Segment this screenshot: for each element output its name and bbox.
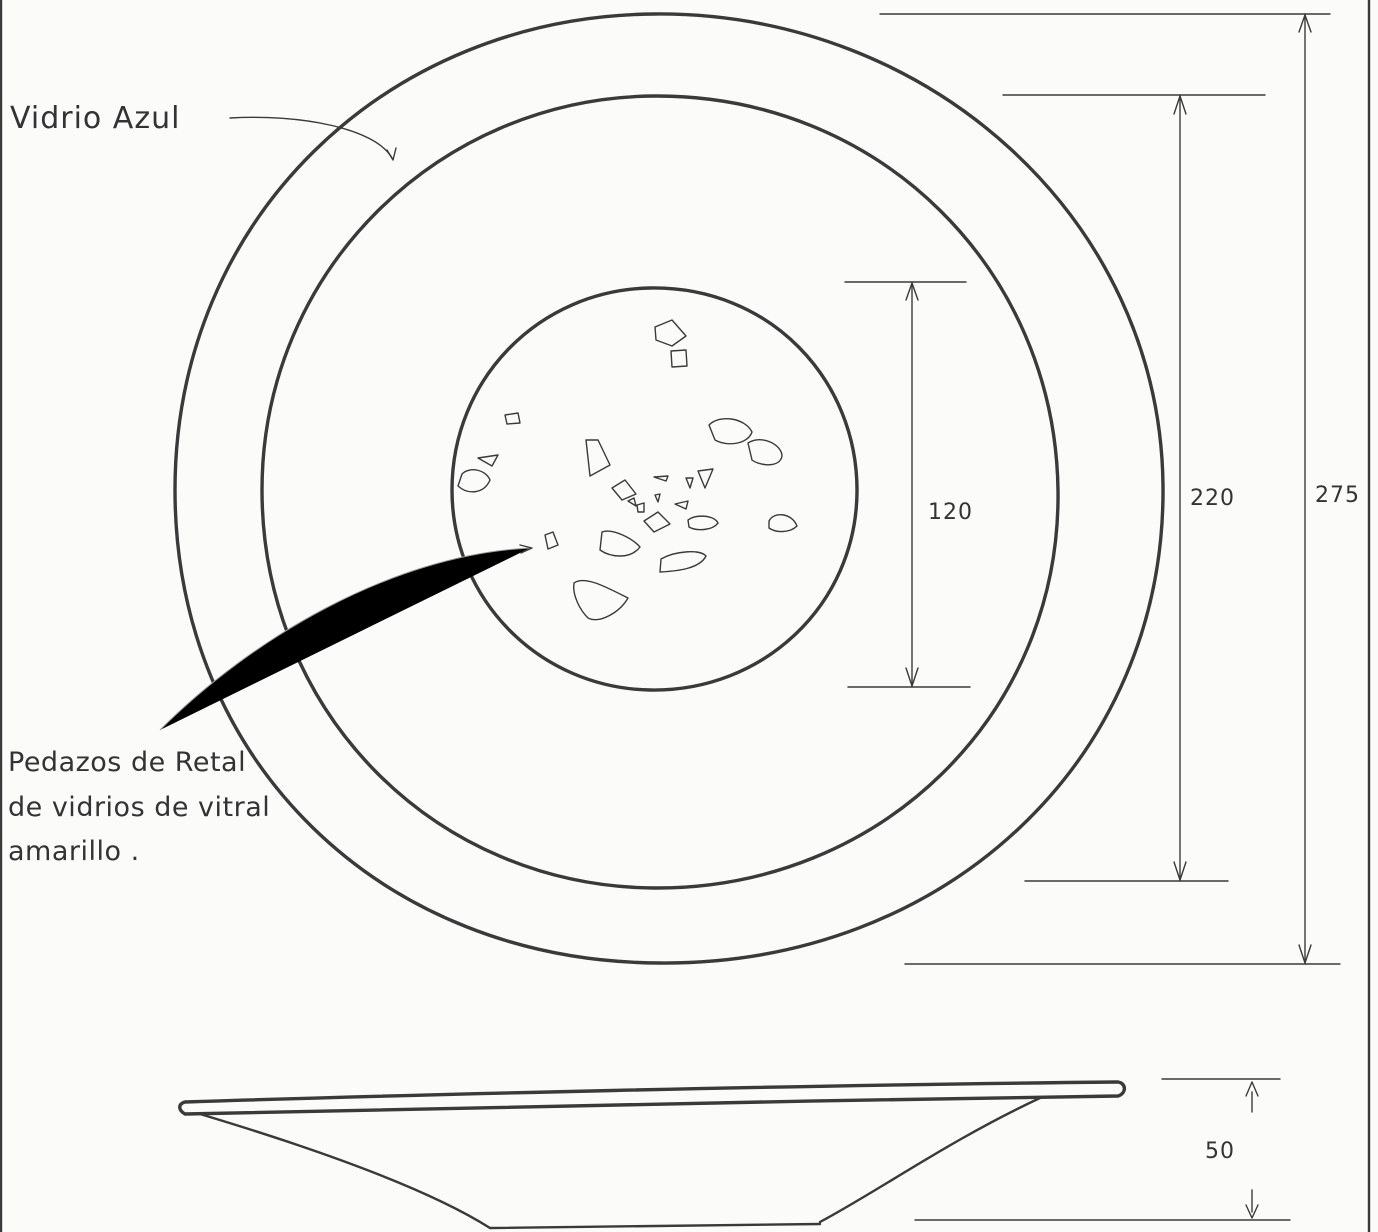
blue-glass-arrowhead xyxy=(386,147,397,161)
fragment xyxy=(611,479,637,501)
fragment xyxy=(573,579,629,621)
bowl-right-wall xyxy=(818,1096,1042,1224)
fragment xyxy=(627,497,637,507)
fragment xyxy=(768,514,798,533)
blue-glass-label: Vidrio Azul xyxy=(10,101,180,136)
dimension-220 xyxy=(1002,94,1266,882)
scrap-leader xyxy=(159,547,531,731)
fragment xyxy=(457,469,491,493)
inner-circle xyxy=(450,286,859,692)
scrap-label-line1: Pedazos de Retal xyxy=(8,747,246,778)
scrap-arrowhead xyxy=(519,544,533,554)
bowl-base xyxy=(488,1222,822,1230)
dimension-50 xyxy=(914,1078,1291,1221)
bowl-left-wall xyxy=(198,1112,492,1230)
rim-profile xyxy=(178,1080,1127,1116)
dim-220-text: 220 xyxy=(1190,486,1235,511)
dim-50-text: 50 xyxy=(1205,1139,1235,1164)
blue-glass-leader xyxy=(229,116,393,159)
scrap-label-line2: de vidrios de vitral xyxy=(8,792,270,823)
fragment xyxy=(674,500,689,510)
middle-circle xyxy=(260,94,1060,890)
fragment xyxy=(585,439,611,477)
fragment xyxy=(708,417,753,445)
dimension-120 xyxy=(844,281,971,688)
dim-120-text: 120 xyxy=(928,500,973,525)
fragment xyxy=(643,511,671,533)
fragment xyxy=(636,502,645,513)
fragment xyxy=(654,319,687,347)
fragment xyxy=(687,515,719,531)
fragment xyxy=(654,493,661,503)
glass-fragments xyxy=(457,319,798,621)
fragment xyxy=(544,531,559,550)
outer-rim-circle xyxy=(173,12,1165,965)
scrap-label-line3: amarillo . xyxy=(8,836,140,867)
fragment xyxy=(697,468,714,489)
side-view-bowl xyxy=(178,1080,1127,1230)
dimension-275 xyxy=(879,13,1341,965)
fragment xyxy=(685,477,694,489)
fragment xyxy=(670,349,688,368)
fragment xyxy=(599,530,641,557)
fragment xyxy=(477,454,499,467)
fragment xyxy=(653,475,669,482)
fragment xyxy=(747,438,783,466)
dim-275-text: 275 xyxy=(1315,483,1360,508)
fragment xyxy=(504,412,521,425)
fragment xyxy=(659,551,707,573)
